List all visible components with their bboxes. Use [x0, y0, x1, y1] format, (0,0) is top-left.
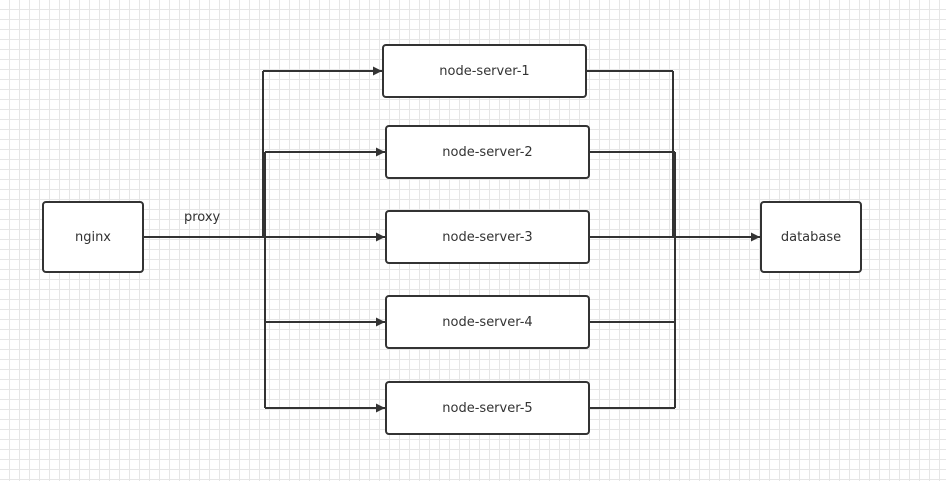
- node-server-2[interactable]: node-server-2: [385, 125, 590, 179]
- node-server-1[interactable]: node-server-1: [382, 44, 587, 98]
- proxy-edge-label: proxy: [184, 210, 221, 225]
- node-server-5[interactable]: node-server-5: [385, 381, 590, 435]
- node-server-4[interactable]: node-server-4: [385, 295, 590, 349]
- node-server-3[interactable]: node-server-3: [385, 210, 590, 264]
- database-node[interactable]: database: [760, 201, 862, 273]
- nginx-node[interactable]: nginx: [42, 201, 144, 273]
